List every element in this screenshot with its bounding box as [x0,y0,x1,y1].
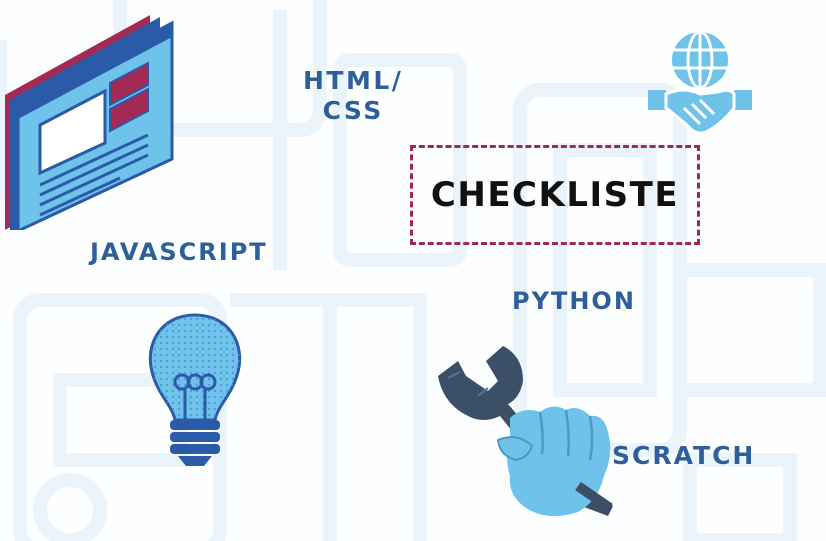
label-javascript: JAVASCRIPT [90,238,268,266]
label-html-css: HTML/ CSS [303,66,403,126]
label-html-line1: HTML/ [303,66,404,95]
lightbulb-icon [148,313,242,466]
checklist-title-box: CHECKLISTE [410,145,700,245]
wrench-hand-icon [438,346,613,517]
label-scratch: SCRATCH [612,441,756,470]
browser-window-icon [5,15,174,230]
page-title: CHECKLISTE [430,175,680,215]
label-python: PYTHON [512,287,636,315]
label-html-line2: CSS [322,96,384,125]
globe-handshake-icon [648,30,752,135]
